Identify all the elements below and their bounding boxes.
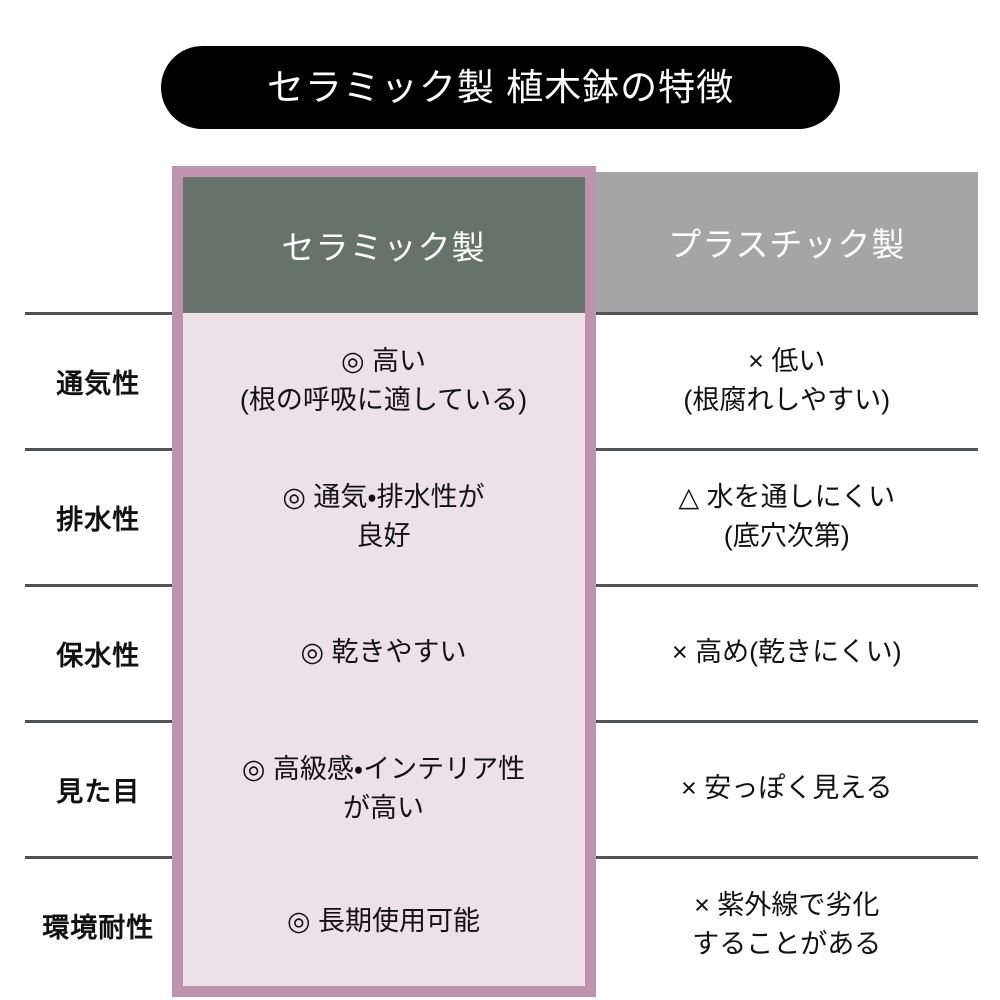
cell-line: 良好 xyxy=(356,521,411,551)
header-row: セラミック製 プラスチック製 xyxy=(25,166,978,313)
cell-ceramic-appearance: ◎ 高級感・インテリア性 が高い xyxy=(171,721,596,857)
header-plastic: プラスチック製 xyxy=(590,171,978,313)
table-row: 環境耐性 ◎ 長期使用可能 × 紫外線で劣化 することがある xyxy=(25,855,978,997)
header-corner-blank xyxy=(25,171,177,313)
table-header: セラミック製 プラスチック製 xyxy=(25,166,978,313)
table-row: 通気性 ◎ 高い (根の呼吸に適している) × 低い (根腐れしやすい) xyxy=(25,311,978,449)
row-label-drainage: 排水性 xyxy=(25,447,177,585)
cell-line: ◎ 乾きやすい xyxy=(300,637,467,668)
cell-line: × 高め(乾きにくい) xyxy=(671,637,902,668)
cell-line: (根腐れしやすい) xyxy=(683,385,891,415)
cell-ceramic-water-retention: ◎ 乾きやすい xyxy=(171,585,596,721)
cell-ceramic-durability: ◎ 長期使用可能 xyxy=(171,857,596,997)
cell-line: することがある xyxy=(692,929,882,959)
row-label-appearance: 見た目 xyxy=(25,719,177,857)
cell-plastic-drainage: △ 水を通しにくい (底穴次第) xyxy=(590,447,978,585)
cell-line: が高い xyxy=(343,793,424,823)
cell-line: ◎ 高い xyxy=(340,345,427,376)
cell-plastic-water-retention: × 高め(乾きにくい) xyxy=(590,583,978,721)
table-row: 排水性 ◎ 通気・排水性が 良好 △ 水を通しにくい (底穴次第) xyxy=(25,447,978,585)
row-label-water-retention: 保水性 xyxy=(25,583,177,721)
table-row: 見た目 ◎ 高級感・インテリア性 が高い × 安っぽく見える xyxy=(25,719,978,857)
row-label-durability: 環境耐性 xyxy=(25,855,177,992)
cell-plastic-durability: × 紫外線で劣化 することがある xyxy=(590,855,978,992)
cell-line: (根の呼吸に適している) xyxy=(239,385,528,415)
cell-plastic-appearance: × 安っぽく見える xyxy=(590,719,978,857)
comparison-table: セラミック製 プラスチック製 通気性 ◎ 高い (根の呼吸に適している) × 低… xyxy=(25,166,978,997)
row-label-ventilation: 通気性 xyxy=(25,311,177,449)
cell-ceramic-drainage: ◎ 通気・排水性が 良好 xyxy=(171,449,596,585)
cell-line: ◎ 長期使用可能 xyxy=(286,905,481,936)
cell-line: △ 水を通しにくい xyxy=(678,481,896,512)
table-body: 通気性 ◎ 高い (根の呼吸に適している) × 低い (根腐れしやすい) 排水性 xyxy=(25,311,978,997)
cell-ceramic-ventilation: ◎ 高い (根の呼吸に適している) xyxy=(171,313,596,449)
page-title-pill: セラミック製 植木鉢の特徴 xyxy=(161,46,840,129)
cell-line: (底穴次第) xyxy=(723,521,850,551)
page-title: セラミック製 植木鉢の特徴 xyxy=(266,67,735,108)
cell-line: × 紫外線で劣化 xyxy=(694,889,880,920)
cell-plastic-ventilation: × 低い (根腐れしやすい) xyxy=(590,311,978,449)
cell-line: ◎ 高級感・インテリア性 xyxy=(241,753,526,784)
table-row: 保水性 ◎ 乾きやすい × 高め(乾きにくい) xyxy=(25,583,978,721)
cell-line: × 安っぽく見える xyxy=(681,773,893,804)
cell-line: × 低い xyxy=(748,345,826,376)
cell-line: ◎ 通気・排水性が xyxy=(282,481,485,512)
header-ceramic: セラミック製 xyxy=(171,166,596,313)
